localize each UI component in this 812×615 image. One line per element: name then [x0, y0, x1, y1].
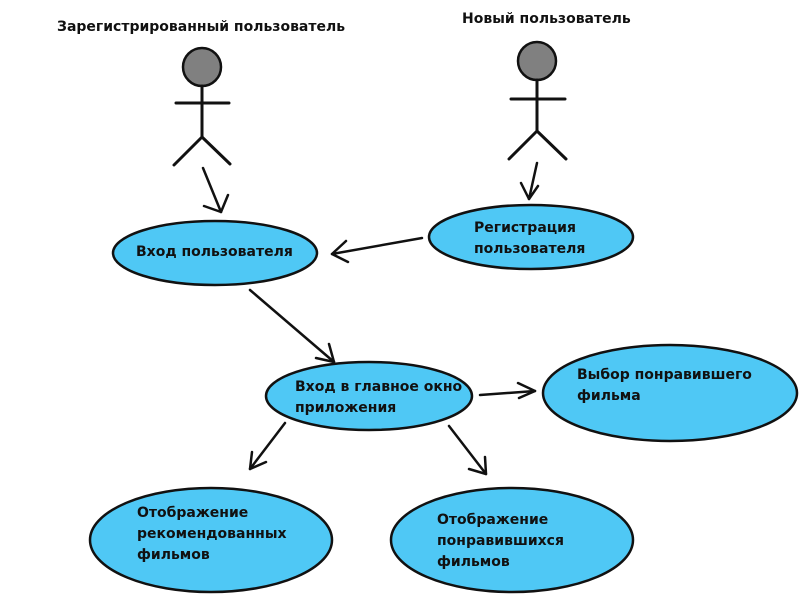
arrows [201, 161, 540, 476]
use-case-select-film-line2: фильма [577, 388, 641, 404]
use-case-recommended-label: Отображение рекомендованных фильмов [137, 503, 287, 566]
actor-registered-user [172, 46, 232, 167]
use-case-recommended-line3: фильмов [137, 547, 210, 563]
actor-new-user-label: Новый пользователь [462, 11, 631, 27]
use-case-liked [389, 486, 635, 594]
use-case-select-film-line1: Выбор понравившего [577, 367, 752, 383]
actor-new-user-head [516, 40, 558, 82]
actor-registered-user-label: Зарегистрированный пользователь [57, 19, 346, 35]
arrow-new-to-registration-head [519, 181, 540, 201]
use-case-registration-label: Регистрация пользователя [474, 218, 585, 260]
actor-new-user [507, 40, 568, 161]
use-case-registration [427, 203, 635, 271]
arrow-main-to-recommended-shaft [248, 421, 287, 471]
arrow-registered-to-login-head [202, 193, 230, 214]
arrow-registration-to-login-shaft [330, 236, 424, 256]
arrow-main-to-recommended-head [248, 450, 268, 471]
use-case-registration-line2: пользователя [474, 241, 586, 257]
use-case-main-window [264, 360, 474, 432]
use-case-recommended-line2: рекомендованных [137, 526, 287, 542]
arrow-registration-to-login-head [330, 239, 350, 264]
actor-new-user-right-leg [535, 129, 568, 161]
use-case-recommended-line1: Отображение [137, 505, 249, 521]
arrow-registered-to-login-shaft [201, 166, 223, 214]
arrow-login-to-main-shaft [248, 288, 336, 364]
arrow-new-to-registration-shaft [527, 161, 539, 201]
arrow-main-to-select-shaft [478, 389, 537, 397]
use-case-main-window-line1: Вход в главное окно [295, 379, 463, 395]
use-case-liked-line3: фильмов [437, 554, 510, 570]
use-case-registration-line1: Регистрация [474, 220, 576, 236]
use-case-login-label: Вход пользователя [136, 242, 293, 263]
arrow-login-to-main-head [314, 342, 336, 364]
actor-new-user-left-leg [507, 129, 539, 161]
use-case-login [111, 219, 319, 287]
actor-registered-user-left-leg [172, 135, 204, 167]
use-case-liked-line1: Отображение [437, 512, 549, 528]
actor-registered-user-right-leg [200, 135, 232, 166]
use-case-main-window-line2: приложения [295, 400, 397, 416]
actor-registered-user-head [181, 46, 223, 88]
use-case-select-film-label: Выбор понравившего фильма [577, 365, 752, 407]
use-case-liked-label: Отображение понравившихся фильмов [437, 510, 564, 573]
use-case-recommended [88, 486, 334, 594]
arrow-main-to-select-head [516, 381, 537, 400]
arrow-main-to-liked-shaft [447, 424, 488, 476]
use-case-main-window-label: Вход в главное окно приложения [295, 377, 462, 419]
use-case-select-film [541, 343, 799, 443]
use-case-login-line1: Вход пользователя [136, 244, 293, 260]
arrow-main-to-liked-head [467, 455, 488, 476]
use-case-liked-line2: понравившихся [437, 533, 564, 549]
